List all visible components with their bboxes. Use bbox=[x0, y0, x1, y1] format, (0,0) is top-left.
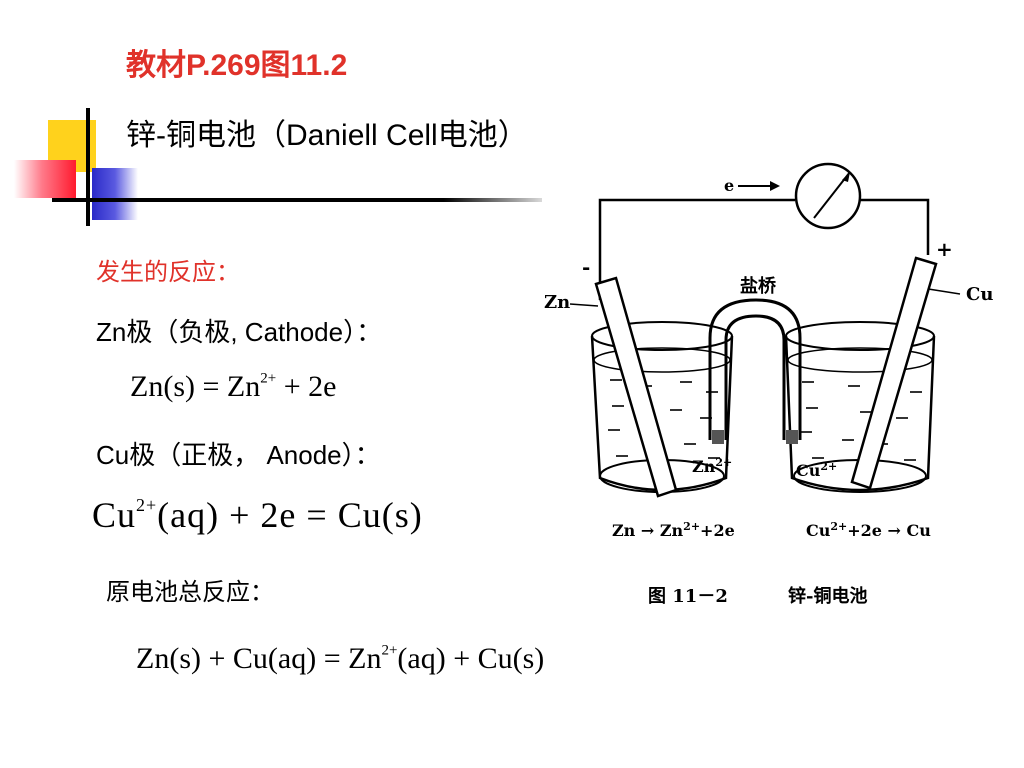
figure-caption: 锌-铜电池 bbox=[788, 585, 867, 607]
decor-blue-square bbox=[92, 168, 138, 220]
cu-half-reaction: Cu bbox=[806, 521, 831, 540]
copper-rod bbox=[850, 256, 938, 490]
cu-ion-charge: 2+ bbox=[820, 460, 837, 473]
svg-text:Cu2+: Cu2+ bbox=[796, 460, 837, 480]
cu-electrode-name: Cu bbox=[966, 284, 993, 305]
plus-sign: + bbox=[936, 237, 953, 261]
overall-equation: Zn(s) + Cu(aq) = Zn2+(aq) + Cu(s) bbox=[136, 642, 545, 675]
reactions-heading: 发生的反应： bbox=[96, 258, 240, 286]
zn-ion-label: Zn bbox=[692, 457, 716, 476]
page-subtitle: 锌-铜电池（Daniell Cell电池） bbox=[126, 119, 528, 152]
zn-electrode-label: Zn极（负极, Cathode）： bbox=[96, 317, 383, 347]
page-title: 教材P.269图11.2 bbox=[126, 49, 348, 82]
cu-half-equation: Cu2+(aq) + 2e = Cu(s) bbox=[92, 494, 423, 535]
svg-text:Zn2+: Zn2+ bbox=[692, 456, 732, 476]
overall-heading: 原电池总反应： bbox=[106, 578, 274, 606]
galvanometer-icon bbox=[794, 162, 862, 230]
minus-sign: - bbox=[582, 255, 590, 279]
decor-red-square bbox=[14, 160, 76, 198]
zn-electrode-name: Zn bbox=[544, 292, 570, 313]
zn-ion-charge: 2+ bbox=[715, 456, 732, 469]
zn-half-equation: Zn(s) = Zn2+ + 2e bbox=[130, 370, 337, 403]
salt-bridge bbox=[708, 298, 802, 444]
zinc-rod bbox=[594, 276, 678, 498]
electron-label: e bbox=[724, 176, 734, 195]
svg-text:Zn → Zn2++2e: Zn → Zn2++2e bbox=[612, 520, 735, 540]
decor-vertical-rule bbox=[86, 108, 90, 226]
svg-text:Cu2++2e → Cu: Cu2++2e → Cu bbox=[806, 520, 931, 540]
salt-bridge-label: 盐桥 bbox=[740, 275, 777, 297]
figure-number: 图 11－2 bbox=[648, 586, 728, 607]
decor-horizontal-rule bbox=[52, 198, 542, 202]
cu-electrode-label: Cu极（正极， Anode）： bbox=[96, 440, 381, 470]
zn-half-reaction: Zn → Zn bbox=[612, 521, 684, 540]
daniell-cell-diagram: e - + Zn Cu 盐桥 bbox=[544, 162, 993, 607]
cu-ion-label: Cu bbox=[796, 461, 821, 480]
